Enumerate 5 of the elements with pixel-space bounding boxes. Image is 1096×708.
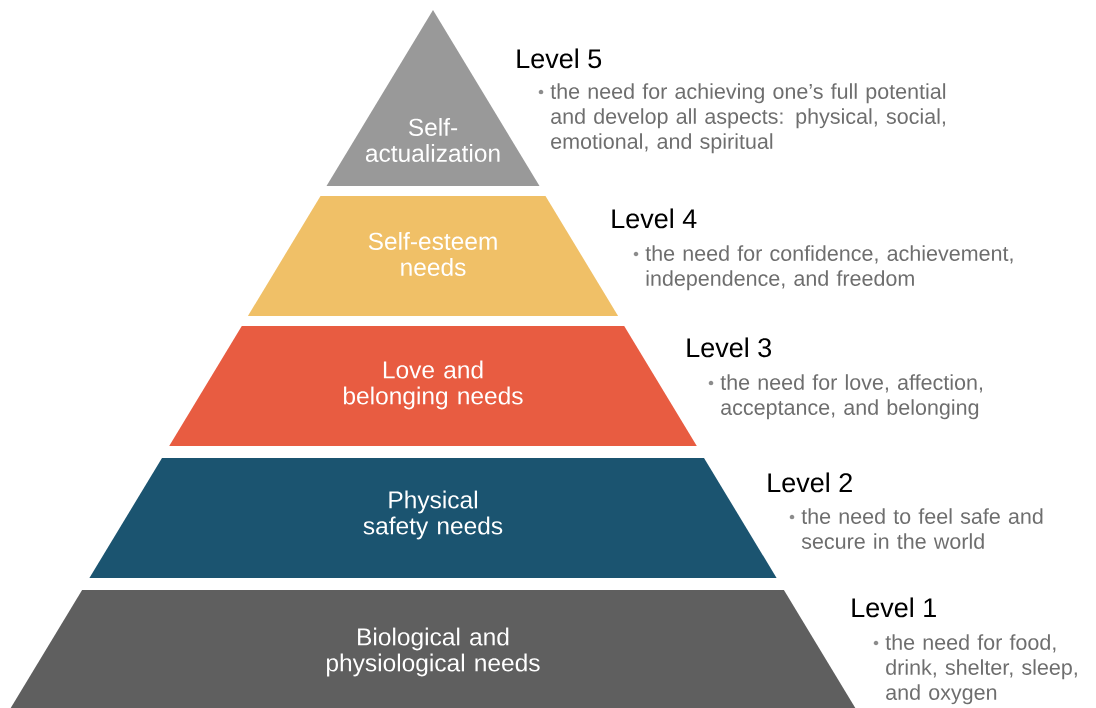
description-text: the need for achieving one’s full potential and develop all aspects: physical, social, emotional, and spiritual	[550, 83, 946, 154]
description-text: the need for food, drink, shelter, sleep, and oxygen	[885, 634, 1077, 705]
description-text: the need to feel safe and secure in the world	[801, 508, 1043, 549]
description-text: the need for confidence, achievement, independence, and freedom	[645, 245, 1013, 291]
description-text: the need for love, affection, acceptance, and belonging	[720, 374, 982, 420]
